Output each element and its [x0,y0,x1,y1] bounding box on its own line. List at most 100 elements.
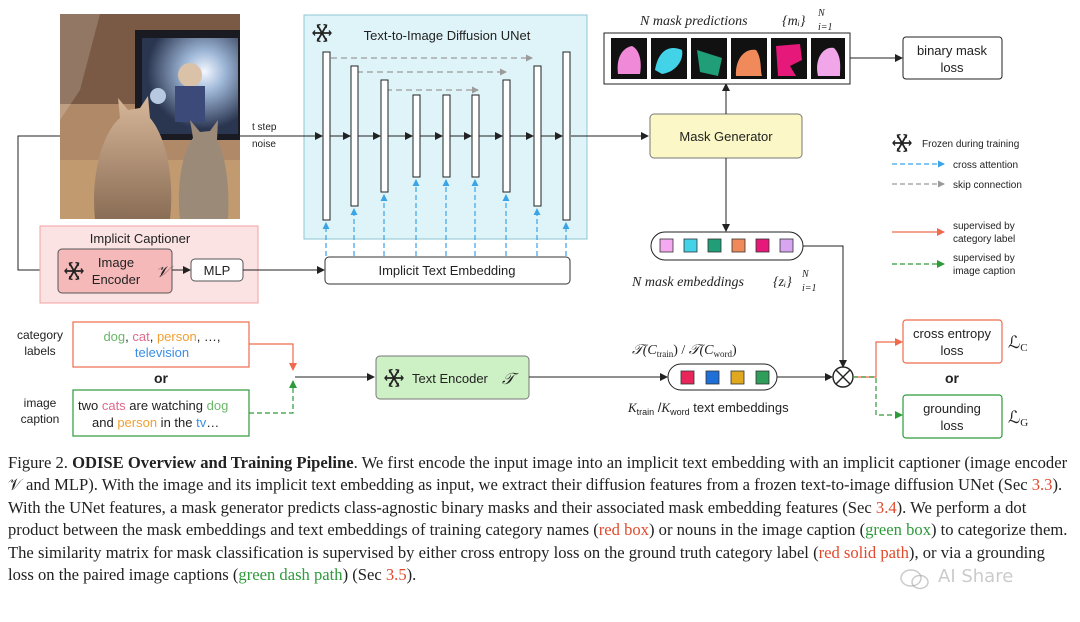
mask-predictions-math: {mᵢ} [782,14,806,29]
section-ref-link[interactable]: 3.5 [385,565,407,585]
binary-mask-loss-label: binary mask [917,43,988,58]
legend: Frozen during training cross attention s… [892,133,1022,277]
embedding-square [755,238,770,253]
unet-block-9 [562,51,571,221]
image-encoder-label: Image [98,255,134,270]
caption-text: . We first encode the input image into a… [8,453,1068,495]
legend-cross-attention: cross attention [953,160,1018,171]
unet-block-3 [380,79,389,193]
mask-embeddings-label: N mask embeddings [631,275,745,290]
mask-embeddings-math: {zᵢ} [773,275,792,290]
cross-entropy-label-2: loss [940,343,964,358]
mask-embeddings-sup: N [801,269,810,280]
unet-block: Text-to-Image Diffusion UNet [303,14,588,256]
embedding-square [680,370,695,385]
noise-label: noise [252,139,276,150]
loss-c-symbol: ℒC [1008,333,1028,354]
embedding-square [707,238,722,253]
grounding-label: grounding [923,401,981,416]
image-caption-label: image [24,396,57,410]
mask-thumbnails [611,38,845,79]
legend-frozen: Frozen during training [922,139,1019,150]
embedding-square [730,370,745,385]
text-embeddings-label: Ktrain /Kword text embeddings [627,400,789,417]
category-labels-label-2: labels [24,344,55,358]
loss-g-symbol: ℒG [1008,408,1028,429]
embedding-square [705,370,720,385]
implicit-captioner-title: Implicit Captioner [90,231,191,246]
caption-text: ) or nouns in the image caption ( [648,520,866,540]
mask-predictions-sup: N [817,8,826,19]
section-ref-link[interactable]: 3.4 [875,497,897,517]
caption-words-line1: two cats are watching dog [78,398,228,413]
mask-predictions-sub: i=1 [818,22,833,33]
image-encoder-label-2: Encoder [92,272,141,287]
watermark: AI Share [938,566,1014,587]
caption-red-box: red box [598,520,649,540]
caption-green-box: green box [865,520,931,540]
category-words: dog, cat, person, …, [103,329,220,344]
section-ref-link[interactable]: 3.3 [1031,475,1053,495]
text-embeddings-math: 𝒯(Ctrain) / 𝒯(Cword) [632,343,737,359]
embedding-square [731,238,746,253]
or-label-left: or [154,370,169,386]
legend-supervised-caption: supervised by [953,253,1015,264]
text-encoder-label: Text Encoder [412,371,489,386]
cross-entropy-loss-box [902,319,1003,364]
caption-text: ) (Sec [342,565,386,585]
mlp-label: MLP [204,263,231,278]
unet-block-7 [502,79,511,193]
mask-embeddings-sub: i=1 [802,283,817,294]
category-labels-box [72,321,250,368]
caption-text: ). We perform a dot product between the … [8,497,1027,540]
caption-text: ), or via a grounding loss on the paired… [8,542,1045,585]
caption-green-dash: green dash path [238,565,343,585]
unet-block-2 [350,65,359,207]
embedding-square [779,238,794,253]
caption-text: ). With the UNet features, a mask genera… [8,475,1063,517]
embedding-square [683,238,698,253]
category-labels-label: category [17,328,63,342]
snowflake-icon [892,133,912,153]
legend-skip-connection: skip connection [953,180,1022,191]
figure-label: Figure 2. [8,453,68,472]
legend-supervised-caption-2: image caption [953,266,1015,277]
embedding-square [755,370,770,385]
caption-text: ). [406,565,417,585]
unet-block-4 [412,94,421,178]
implicit-text-embedding-label: Implicit Text Embedding [378,263,515,278]
unet-title: Text-to-Image Diffusion UNet [364,28,531,43]
figure-title: ODISE Overview and Training Pipeline [72,453,354,472]
unet-block-1 [322,51,331,221]
mask-embedding-squares [659,238,794,253]
grounding-label-2: loss [940,418,964,433]
input-image [60,14,240,219]
implicit-captioner: Implicit Captioner Image Encoder 𝒱 MLP [39,225,259,304]
t-step-label: t step [252,122,277,133]
image-caption-label-2: caption [21,412,60,426]
image-encoder-box [57,248,173,294]
skip-connections [331,54,533,94]
text-embedding-squares [680,370,770,385]
cross-entropy-label: cross entropy [913,326,992,341]
unet-block-8 [533,65,542,207]
legend-supervised-category: supervised by [953,221,1015,232]
binary-mask-loss-label-2: loss [940,60,964,75]
implicit-text-embedding-box [324,256,571,285]
category-word-television: television [135,345,189,360]
caption-text: ) to categorize them. The similarity mat… [8,520,1068,562]
mask-generator-label: Mask Generator [679,129,773,144]
cross-attention-arrows [322,179,570,256]
binary-mask-loss-box [902,36,1003,80]
grounding-loss-box [902,394,1003,439]
figure-caption: Figure 2. ODISE Overview and Training Pi… [8,452,1070,586]
or-label-right: or [945,370,960,386]
dot-product-operator [832,366,854,388]
unet-block-6 [471,94,480,178]
legend-supervised-category-2: category label [953,234,1015,245]
caption-words-line2: and person in the tv… [92,415,219,430]
mask-predictions-label: N mask predictions [639,14,748,29]
embedding-square [659,238,674,253]
image-caption-box [72,389,250,437]
caption-red-solid: red solid path [818,542,909,562]
